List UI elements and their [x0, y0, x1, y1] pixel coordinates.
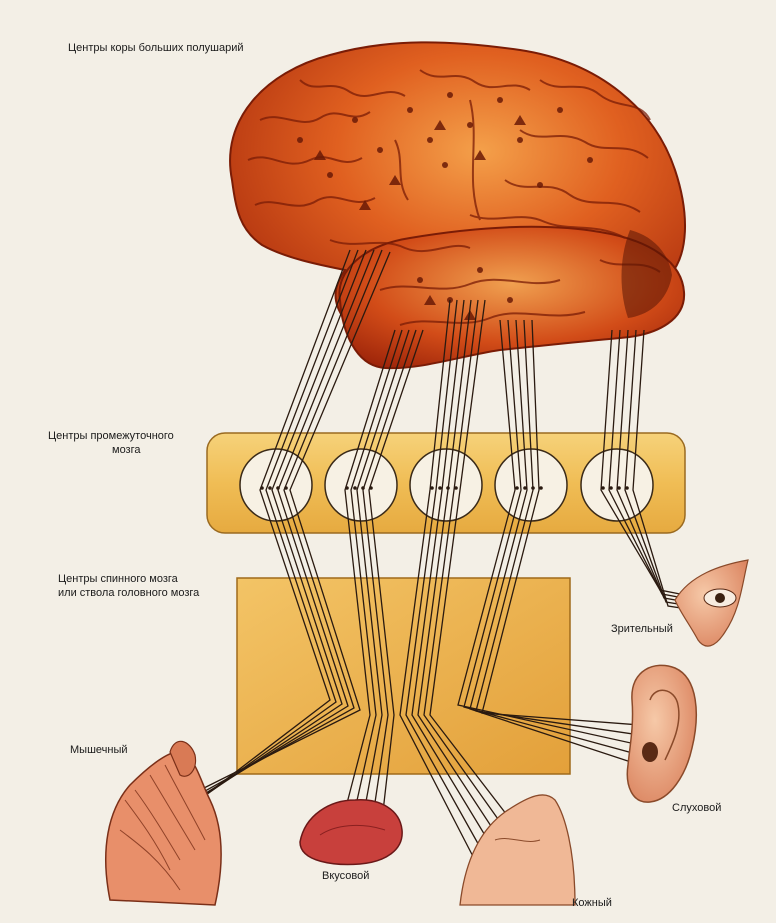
visual-label: Зрительный — [611, 623, 673, 636]
nucleus-circle-1 — [240, 449, 312, 521]
muscular-label: Мышечный — [70, 744, 128, 757]
cutaneous-label: Кожный — [572, 897, 612, 910]
spinal-box — [237, 578, 570, 774]
skin-icon — [460, 795, 575, 905]
diencephalon-band — [207, 433, 685, 533]
eye-icon — [675, 560, 748, 646]
spinal-centers-label-line2: или ствола головного мозга — [58, 587, 199, 600]
tongue-icon — [300, 800, 402, 865]
ear-icon — [627, 665, 696, 802]
diencephalon-centers-label-line1: Центры промежуточного — [48, 430, 174, 443]
auditory-label: Слуховой — [672, 802, 721, 815]
brain-icon — [230, 42, 685, 368]
diencephalon-centers-label-line2: мозга — [112, 444, 141, 457]
gustatory-label: Вкусовой — [322, 870, 369, 883]
cortex-centers-label: Центры коры больших полушарий — [68, 42, 244, 55]
spinal-centers-label-line1: Центры спинного мозга — [58, 573, 178, 586]
arm-muscle-icon — [106, 741, 221, 905]
